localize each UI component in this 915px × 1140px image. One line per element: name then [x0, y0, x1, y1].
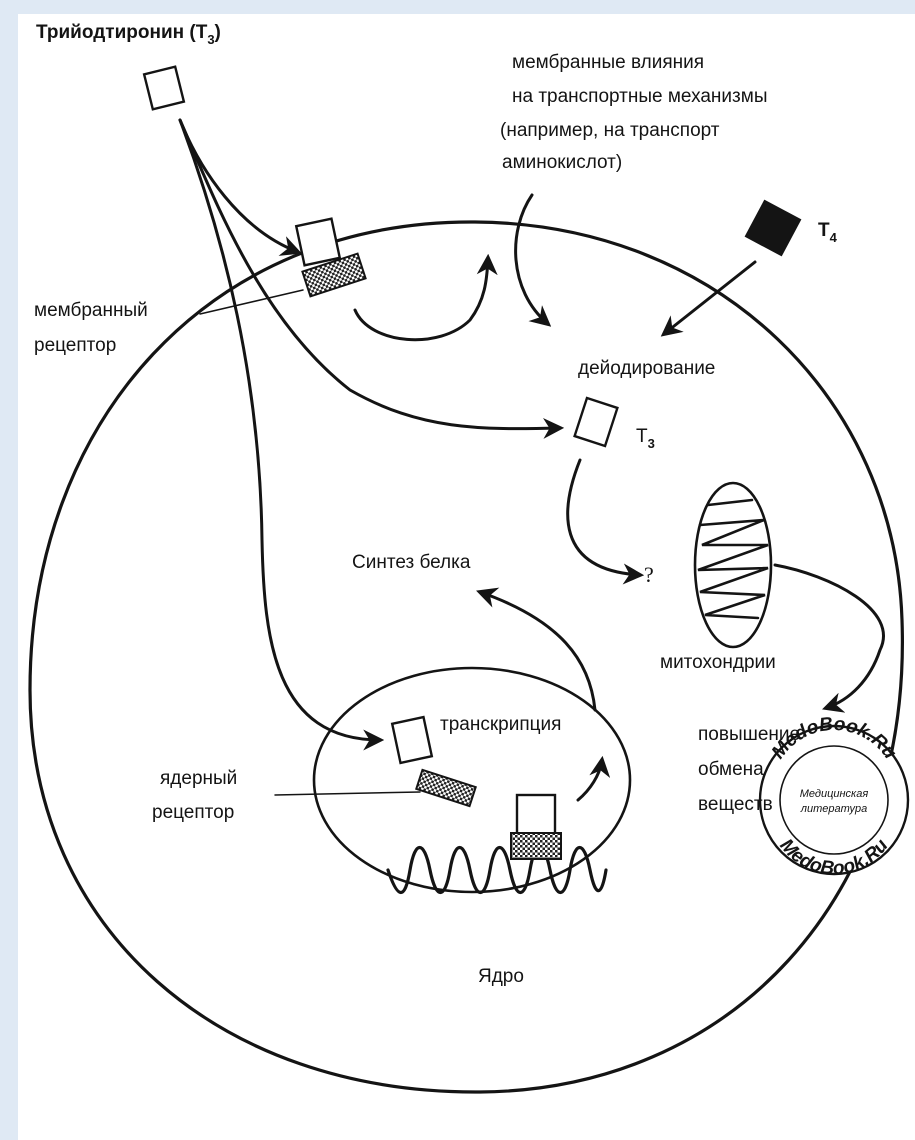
- arrow-to-nucleus: [180, 120, 380, 740]
- t3-subscript: 3: [648, 436, 655, 451]
- svg-text:Медицинская: Медицинская: [800, 788, 869, 800]
- gene-bound-t3-square: [517, 795, 555, 835]
- cytoplasm-t3-square: [575, 398, 618, 446]
- membrane-effects-line-1: мембранные влияния: [512, 50, 704, 75]
- gene-arrow: [578, 760, 602, 800]
- title-label: Трийодтиронин (T3): [36, 20, 221, 46]
- nuclear-receptor-line-2: рецептор: [152, 800, 234, 825]
- transcription-label: транскрипция: [440, 712, 561, 737]
- membrane-receptor-line-2: рецептор: [34, 333, 116, 358]
- mitochondria-label: митохондрии: [660, 650, 776, 675]
- svg-text:литература: литература: [800, 803, 868, 815]
- nucleus: [314, 668, 630, 892]
- nuclear-receptor-line-1: ядерный: [160, 766, 237, 791]
- metabolism-line-1: повышение: [698, 722, 800, 747]
- nuclear-receptor-leader: [275, 792, 420, 795]
- t4-text: T: [818, 220, 830, 241]
- t3-text: T: [636, 426, 648, 447]
- arrow-to-membrane-receptor: [180, 120, 298, 252]
- transport-arrow: [516, 195, 548, 324]
- nuclear-receptor-block: [416, 770, 475, 806]
- receptor-bound-t3-square: [296, 219, 340, 266]
- title-subscript: 3: [207, 32, 214, 47]
- t4-subscript: 4: [830, 230, 837, 245]
- membrane-receptor-leader: [200, 290, 303, 314]
- t4-label: T4: [818, 218, 837, 244]
- cytoplasm-t3-label: T3: [636, 424, 655, 450]
- title-close: ): [215, 22, 221, 43]
- protein-synthesis-label: Синтез белка: [352, 550, 470, 575]
- question-mark: ?: [644, 562, 654, 587]
- metabolism-line-2: обмена: [698, 757, 764, 782]
- mitochondrion: [695, 483, 771, 647]
- nucleus-label: Ядро: [478, 964, 524, 989]
- membrane-effects-line-3: (например, на транспорт: [500, 118, 719, 143]
- t3-to-mitochondria-arrow: [568, 460, 640, 575]
- membrane-receptor-line-1: мембранный: [34, 298, 148, 323]
- deiodination-label: дейодирование: [578, 356, 715, 381]
- t4-arrow: [664, 262, 755, 334]
- membrane-effect-arrow: [355, 258, 488, 340]
- title-text: Трийодтиронин (T: [36, 22, 207, 43]
- metabolism-arrow: [775, 565, 883, 708]
- membrane-effects-line-2: на транспортные механизмы: [512, 84, 767, 109]
- gene-receptor-block: [511, 833, 561, 859]
- metabolism-line-3: веществ: [698, 792, 773, 817]
- t3-hormone-square: [144, 67, 184, 110]
- protein-synthesis-arrow: [480, 592, 595, 710]
- t4-hormone-square: [745, 200, 802, 257]
- nuclear-t3-square: [392, 717, 432, 763]
- membrane-effects-line-4: аминокислот): [502, 150, 622, 175]
